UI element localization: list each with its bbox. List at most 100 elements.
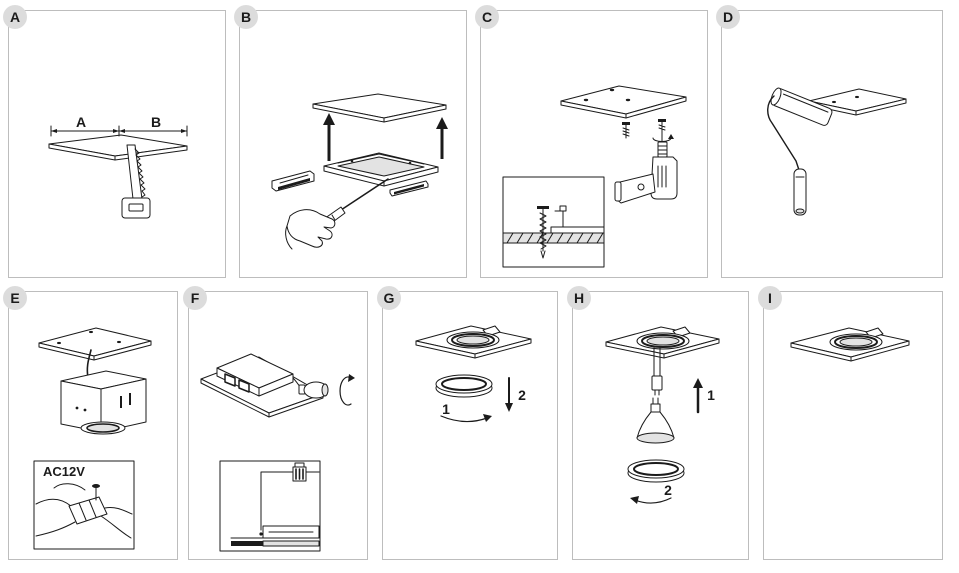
- screw-hole: [57, 341, 61, 345]
- step-panel-h: H 1: [567, 286, 749, 560]
- mounting-frame: [323, 152, 439, 187]
- step-panel-b: B: [234, 5, 467, 278]
- arrow-head: [693, 378, 703, 388]
- lamp-lens: [636, 432, 675, 444]
- vent-slot: [129, 393, 131, 405]
- rotate-arrowhead: [348, 374, 355, 382]
- plate-side-edge: [663, 338, 720, 359]
- socket-pins: [654, 389, 660, 396]
- lamp-connector: [651, 347, 663, 396]
- box-right-face: [100, 378, 147, 433]
- rotate-arrow-icon: 1: [440, 401, 492, 423]
- clip-strip: [278, 178, 310, 190]
- wrist-line: [285, 225, 293, 250]
- cut-opening-illustration: A B: [48, 114, 188, 219]
- mr16-lamp-icon: [636, 397, 675, 444]
- screw-thread: [622, 124, 630, 139]
- vent-slots: [295, 468, 304, 480]
- downlight-fixture: [636, 326, 691, 350]
- screw-hole: [855, 95, 859, 99]
- dimension-b-label: B: [151, 114, 161, 130]
- transformer-side: [258, 373, 294, 397]
- clip-line: [279, 174, 309, 184]
- fixture-opening: [456, 335, 490, 345]
- hand-icon: [285, 209, 336, 250]
- rotate-arrow-icon: [339, 374, 355, 406]
- finished-install-illustration: [790, 327, 910, 362]
- spring-clip-left: [271, 170, 315, 192]
- screw-hole: [89, 330, 93, 334]
- bracket-screw: [559, 205, 567, 212]
- frame-side-edge: [383, 166, 439, 187]
- step-badge-a: A: [3, 5, 27, 29]
- wire: [53, 483, 86, 491]
- arrow-head: [436, 117, 448, 129]
- grip-end: [795, 208, 805, 214]
- retaining-ring: [627, 459, 685, 483]
- chuck-grooves: [657, 145, 668, 155]
- down-arrow-icon: 2: [505, 377, 526, 412]
- step-number-label: 2: [664, 482, 672, 498]
- plate-side-edge: [850, 340, 910, 362]
- dimension-a-label: A: [76, 114, 86, 130]
- roller-highlight: [782, 93, 829, 113]
- step-number-label: 1: [707, 387, 715, 403]
- arrow-head: [505, 403, 513, 412]
- screw-hole: [625, 98, 631, 102]
- plate-side-edge: [93, 340, 152, 361]
- ring-inner: [441, 377, 487, 391]
- detail-inset: [219, 460, 321, 552]
- drill-vents: [657, 165, 667, 188]
- rotate-arc: [440, 415, 488, 423]
- lamp-opening: [86, 423, 120, 433]
- step-number-label: 2: [518, 387, 526, 403]
- screw-head: [537, 206, 549, 209]
- detail-inset: AC12V: [33, 460, 135, 550]
- vent-slot: [120, 396, 122, 408]
- insert-lamp-illustration: 1 2: [605, 326, 720, 504]
- drill-body: [650, 156, 678, 200]
- housing-box: [60, 370, 147, 435]
- step-number-label: 1: [442, 401, 450, 417]
- screw-head: [622, 122, 630, 125]
- plate-top-face: [38, 327, 152, 357]
- plate-side-edge: [855, 98, 907, 116]
- transformer-window: [224, 373, 236, 387]
- lamp-bulb-icon: [298, 381, 329, 399]
- ceiling-plate: [38, 327, 152, 361]
- arrowhead-icon: [119, 129, 125, 133]
- step-badge-b: B: [234, 5, 258, 29]
- drill-handle: [615, 173, 656, 204]
- arrowhead-icon: [51, 129, 57, 133]
- paint-roller-icon: [767, 87, 833, 216]
- remove-cover-illustration: [271, 93, 448, 250]
- rotate-arc: [634, 497, 672, 504]
- screw-icon: [658, 119, 666, 135]
- wire: [35, 521, 76, 537]
- wire: [35, 498, 72, 507]
- rotate-arrow-icon: 2: [630, 482, 672, 504]
- inset-frame: [502, 176, 605, 268]
- transformer-box: [216, 353, 294, 397]
- fixture-opening: [839, 337, 873, 347]
- cover-top-face: [312, 93, 447, 119]
- saw-handle-grip: [128, 203, 144, 212]
- up-arrow-icon: 1: [693, 378, 715, 414]
- plate-side-edge: [268, 393, 324, 418]
- up-arrow-icon: [323, 113, 335, 161]
- step-panel-i: I: [758, 286, 943, 560]
- screw-thread: [658, 121, 666, 135]
- plate-top-face: [560, 85, 687, 115]
- rotate-arrowhead: [668, 134, 674, 139]
- terminal-screw-head: [92, 484, 100, 488]
- connector-socket: [651, 375, 663, 391]
- fixture-opening: [646, 336, 680, 346]
- screw-hole: [609, 88, 615, 92]
- connector-wires: [653, 347, 661, 377]
- ceiling-plate: [560, 85, 687, 119]
- lamp-pins: [652, 397, 659, 405]
- ceiling-edge-dark: [231, 541, 263, 546]
- step-panel-e: E AC12V: [3, 286, 178, 560]
- cover-plate: [312, 93, 447, 123]
- step-badge-d: D: [716, 5, 740, 29]
